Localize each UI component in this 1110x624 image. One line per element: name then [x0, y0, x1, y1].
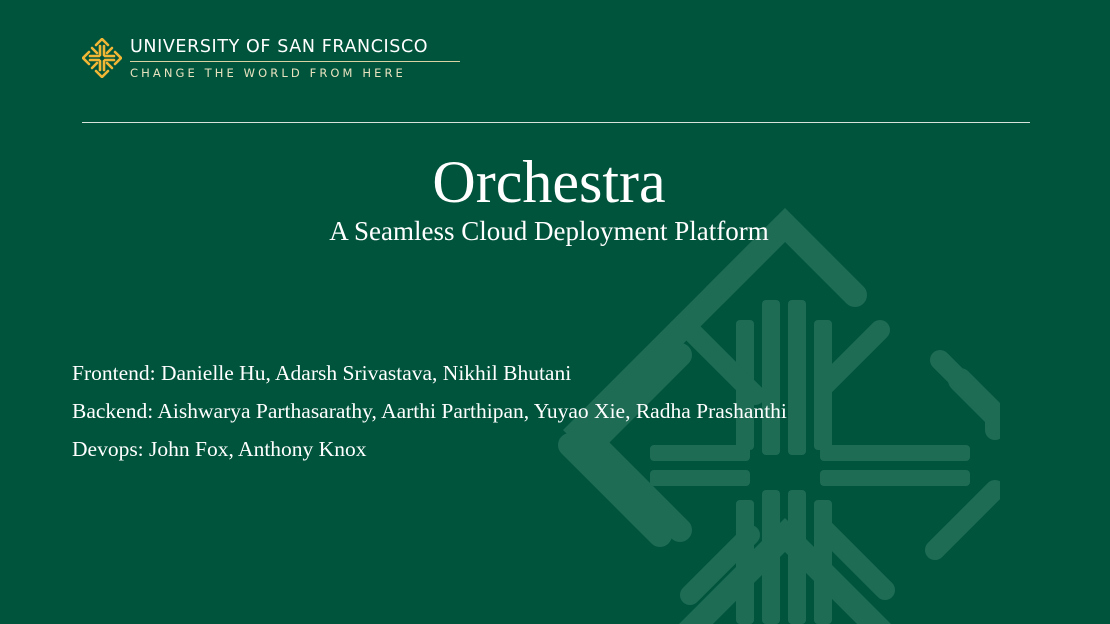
university-tagline: CHANGE THE WORLD FROM HERE: [130, 66, 406, 80]
logo-rule: [130, 61, 460, 62]
team-frontend: Frontend: Danielle Hu, Adarsh Srivastava…: [72, 361, 572, 385]
team-list: Frontend: Danielle Hu, Adarsh Srivastava…: [72, 354, 787, 468]
usf-cross-logo-icon: [82, 38, 122, 78]
team-backend: Backend: Aishwarya Parthasarathy, Aarthi…: [72, 399, 787, 423]
header-divider: [82, 122, 1030, 123]
university-name: UNIVERSITY OF SAN FRANCISCO: [130, 37, 429, 57]
usf-cross-watermark: [558, 208, 1000, 624]
slide-title: Orchestra: [432, 149, 666, 215]
usf-logo: UNIVERSITY OF SAN FRANCISCO CHANGE THE W…: [82, 36, 482, 84]
team-devops: Devops: John Fox, Anthony Knox: [72, 437, 367, 461]
slide-subtitle: A Seamless Cloud Deployment Platform: [329, 216, 769, 246]
